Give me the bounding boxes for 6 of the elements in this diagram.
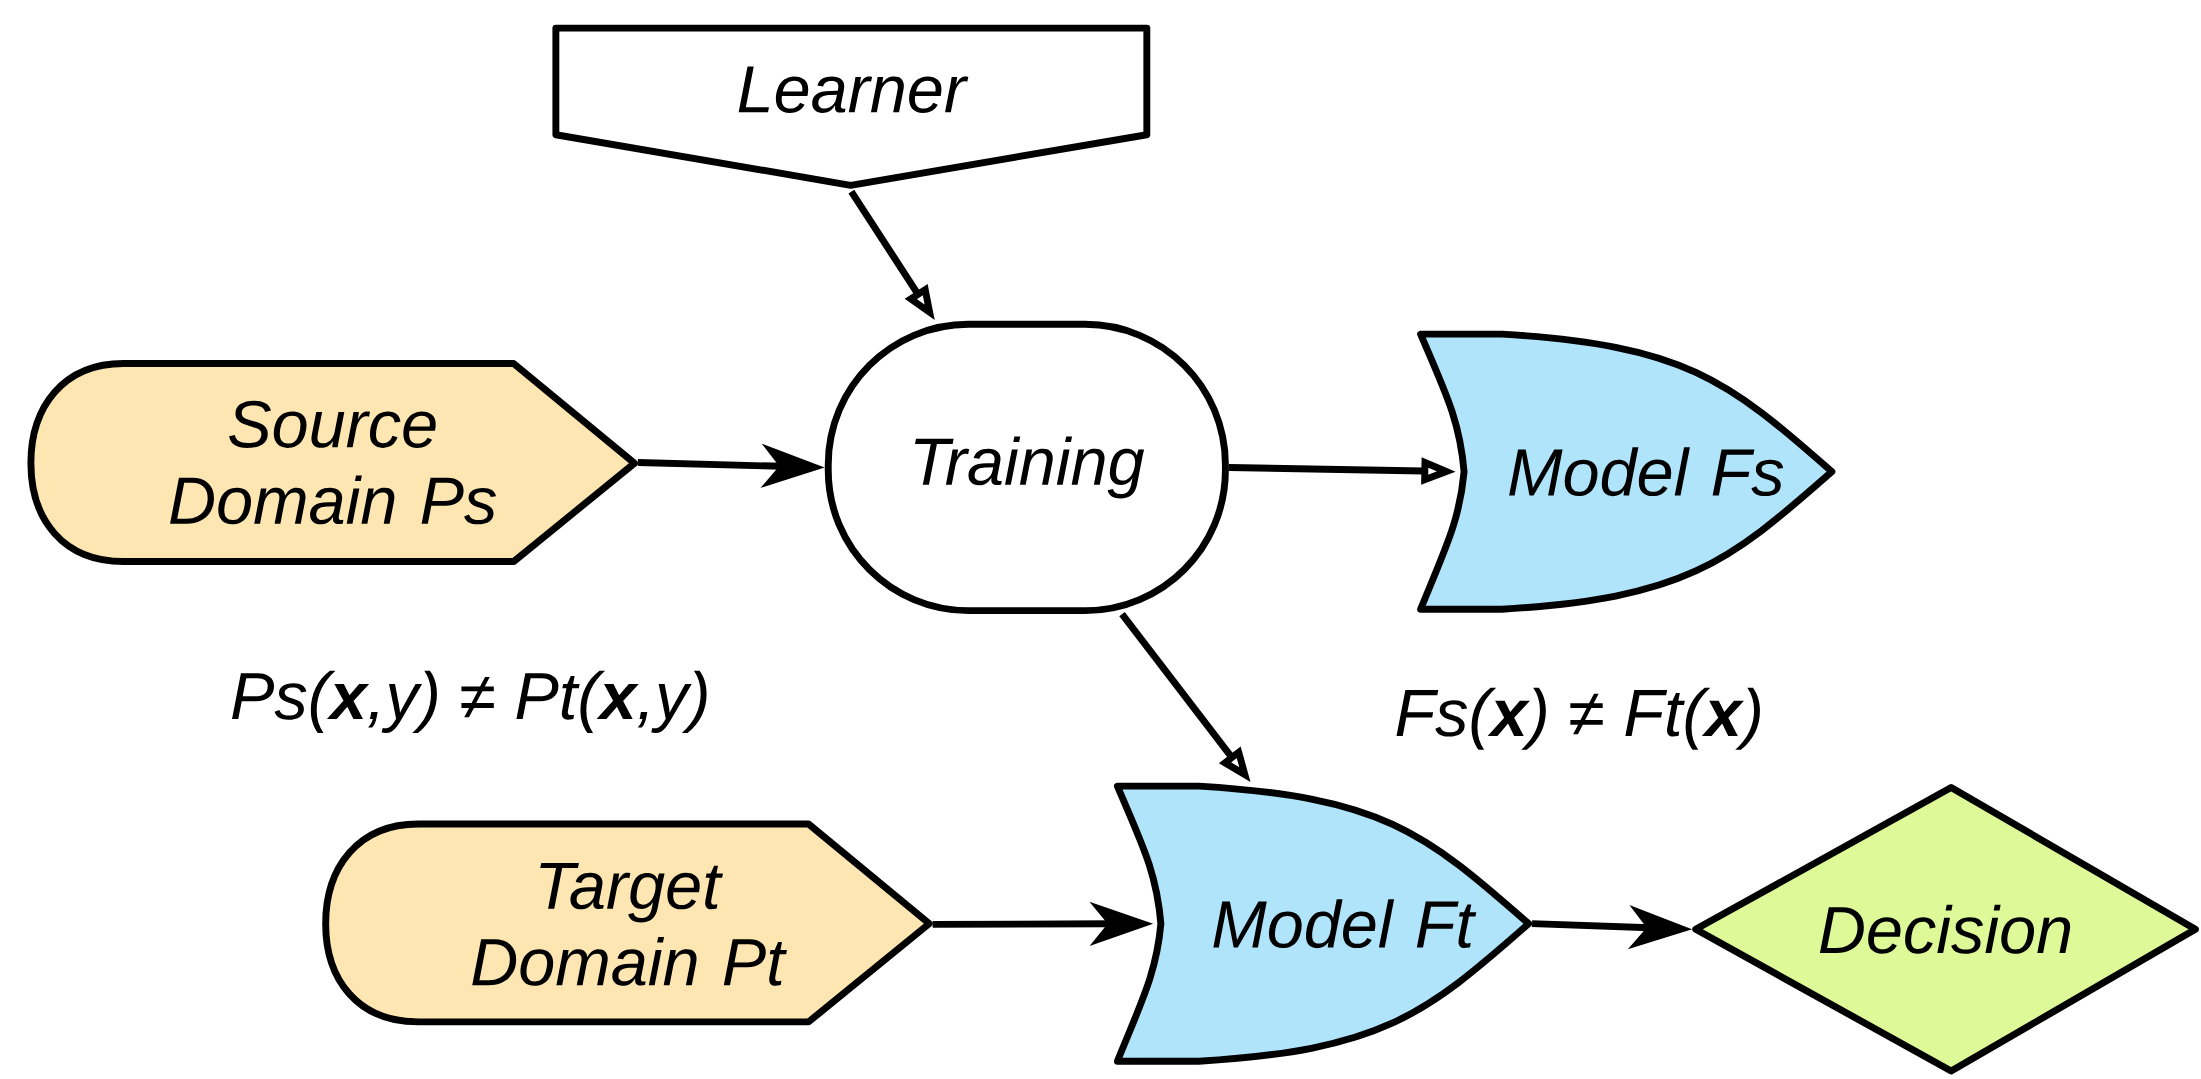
process-stadium: Training xyxy=(824,320,1229,614)
inequality-label: Fs(x) ≠ Ft(x) xyxy=(1396,687,1760,750)
banner-box: Learner xyxy=(552,24,1151,189)
data-source-box: Source Domain Ps xyxy=(27,359,638,565)
inequality-label: Ps(x,y) ≠ Pt(x,y) xyxy=(232,670,707,733)
data-source-box: Target Domain Pt xyxy=(322,820,933,1026)
